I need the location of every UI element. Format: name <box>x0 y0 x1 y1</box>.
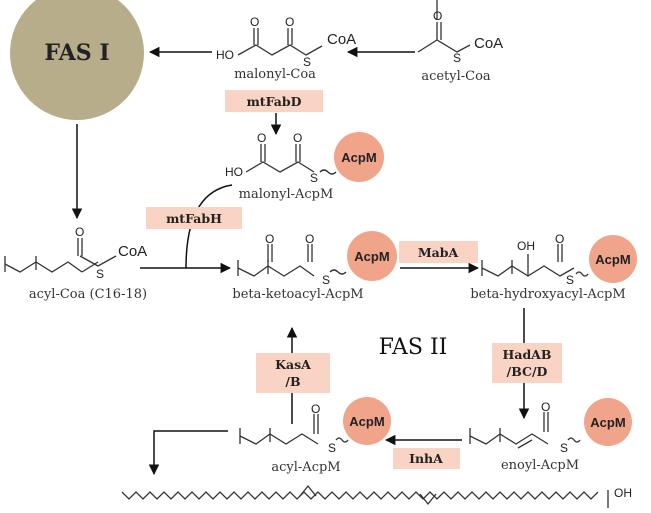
beta-ketoacyl-label: beta-ketoacyl-AcpM <box>232 287 363 302</box>
acpm-label: AcpM <box>354 249 389 264</box>
atom-s: S <box>310 171 318 185</box>
atom-s: S <box>303 55 311 69</box>
enoyl-acpm-molecule: O S AcpM enoyl-AcpM <box>469 398 632 473</box>
acetyl-coa-label: acetyl-Coa <box>421 69 491 84</box>
coa-label: CoA <box>327 31 356 48</box>
enzyme-mtfabh-box <box>146 207 242 229</box>
acpm-label: AcpM <box>341 150 376 165</box>
atom-s: S <box>453 51 461 65</box>
atom-o: O <box>305 232 314 246</box>
atom-o: O <box>555 232 564 246</box>
acpm-circle <box>589 235 637 283</box>
atom-oh: OH <box>517 239 535 253</box>
fas1-label: FAS I <box>44 40 109 66</box>
beta-hydroxyacyl-acpm-molecule: OH O S AcpM beta-hydroxyacyl-AcpM <box>470 232 637 302</box>
enzyme-hadab-line1: HadAB <box>503 347 552 362</box>
fas1-complex: FAS I <box>10 0 144 120</box>
enzyme-kasa-line2: /B <box>285 374 300 389</box>
atom-s: S <box>328 441 336 455</box>
acpm-circle <box>347 231 397 281</box>
enzyme-mtfabd: mtFabD <box>247 94 302 109</box>
atom-oh: OH <box>614 486 632 500</box>
atom-o: O <box>293 131 302 145</box>
acyl-acpm-label: acyl-AcpM <box>271 460 340 475</box>
acetyl-coa-molecule: O S CoA acetyl-Coa <box>417 0 503 84</box>
atom-s: S <box>566 273 574 287</box>
enzyme-kasa-box <box>256 353 330 393</box>
acpm-label: AcpM <box>349 414 384 429</box>
malonyl-acpm-molecule: HO O O S AcpM malonyl-AcpM <box>225 131 384 202</box>
atom-o: O <box>285 15 294 29</box>
atom-o: O <box>250 15 259 29</box>
enoyl-label: enoyl-AcpM <box>501 458 579 473</box>
acpm-circle <box>343 397 391 445</box>
atom-o: O <box>311 402 320 416</box>
fas2-label: FAS II <box>379 335 448 360</box>
enzyme-maba: MabA <box>418 245 459 260</box>
enzyme-maba-box <box>399 241 478 263</box>
coa-label: CoA <box>118 243 147 260</box>
acpm-circle <box>584 398 632 446</box>
enzyme-inha: InhA <box>409 451 443 466</box>
atom-s: S <box>560 441 568 455</box>
enzyme-mtfabh: mtFabH <box>166 211 222 226</box>
malonyl-acpm-label: malonyl-AcpM <box>239 187 334 202</box>
enzyme-kasa-line1: KasA <box>275 357 311 372</box>
atom-o: O <box>75 225 84 239</box>
fas1-circle <box>10 0 144 120</box>
atom-o: O <box>433 9 442 23</box>
atom-ho: HO <box>216 48 234 62</box>
atom-s: S <box>96 267 104 281</box>
arrow-to-mycolic <box>148 430 228 476</box>
beta-hydroxyacyl-label: beta-hydroxyacyl-AcpM <box>470 287 625 302</box>
atom-o: O <box>541 400 550 414</box>
acyl-acpm-molecule: O S AcpM acyl-AcpM <box>239 397 391 475</box>
acpm-label: AcpM <box>595 252 630 267</box>
atom-s: S <box>322 273 330 287</box>
enzyme-inha-box <box>393 448 460 469</box>
enzyme-mtfabd-box <box>225 90 323 112</box>
beta-ketoacyl-acpm-molecule: O O S AcpM beta-ketoacyl-AcpM <box>232 231 397 302</box>
acyl-coa-label: acyl-Coa (C16-18) <box>29 287 147 302</box>
atom-ho: HO <box>225 165 243 179</box>
atom-o: O <box>265 232 274 246</box>
mycolic-acid-chain: OH <box>121 484 632 508</box>
acpm-circle <box>334 132 384 182</box>
atom-o: O <box>257 131 266 145</box>
coa-label: CoA <box>474 35 503 52</box>
enzyme-hadab-line2: /BC/D <box>507 364 548 379</box>
malonyl-coa-molecule: HO O O S CoA malonyl-Coa <box>216 15 356 82</box>
malonyl-coa-label: malonyl-Coa <box>234 67 316 82</box>
enzyme-hadab-box <box>492 343 562 383</box>
acpm-label: AcpM <box>590 415 625 430</box>
acyl-coa-molecule: O S CoA acyl-Coa (C16-18) <box>4 225 147 302</box>
